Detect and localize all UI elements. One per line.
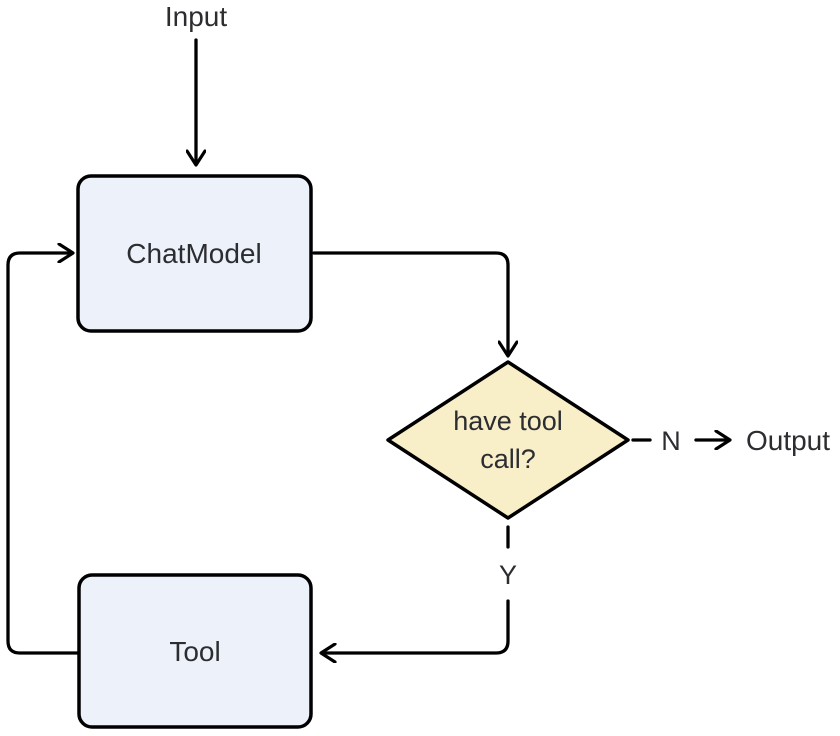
decision-node <box>386 360 630 520</box>
tool-node-label: Tool <box>169 636 221 668</box>
chatmodel-node <box>76 174 313 333</box>
input-terminal-label: Input <box>164 1 228 32</box>
edge-label-y: Y <box>498 559 518 590</box>
decision-node-label: have tool call? <box>453 406 563 474</box>
tool-node <box>77 573 313 729</box>
chatmodel-node-label: ChatModel <box>126 238 262 270</box>
edge-decision-to-tool-arrow <box>322 599 510 653</box>
edge-tool-to-chatmodel <box>6 253 79 655</box>
edge-label-n: N <box>661 425 681 456</box>
edge-chatmodel-to-decision <box>312 251 508 355</box>
output-terminal-label: Output <box>745 425 831 457</box>
